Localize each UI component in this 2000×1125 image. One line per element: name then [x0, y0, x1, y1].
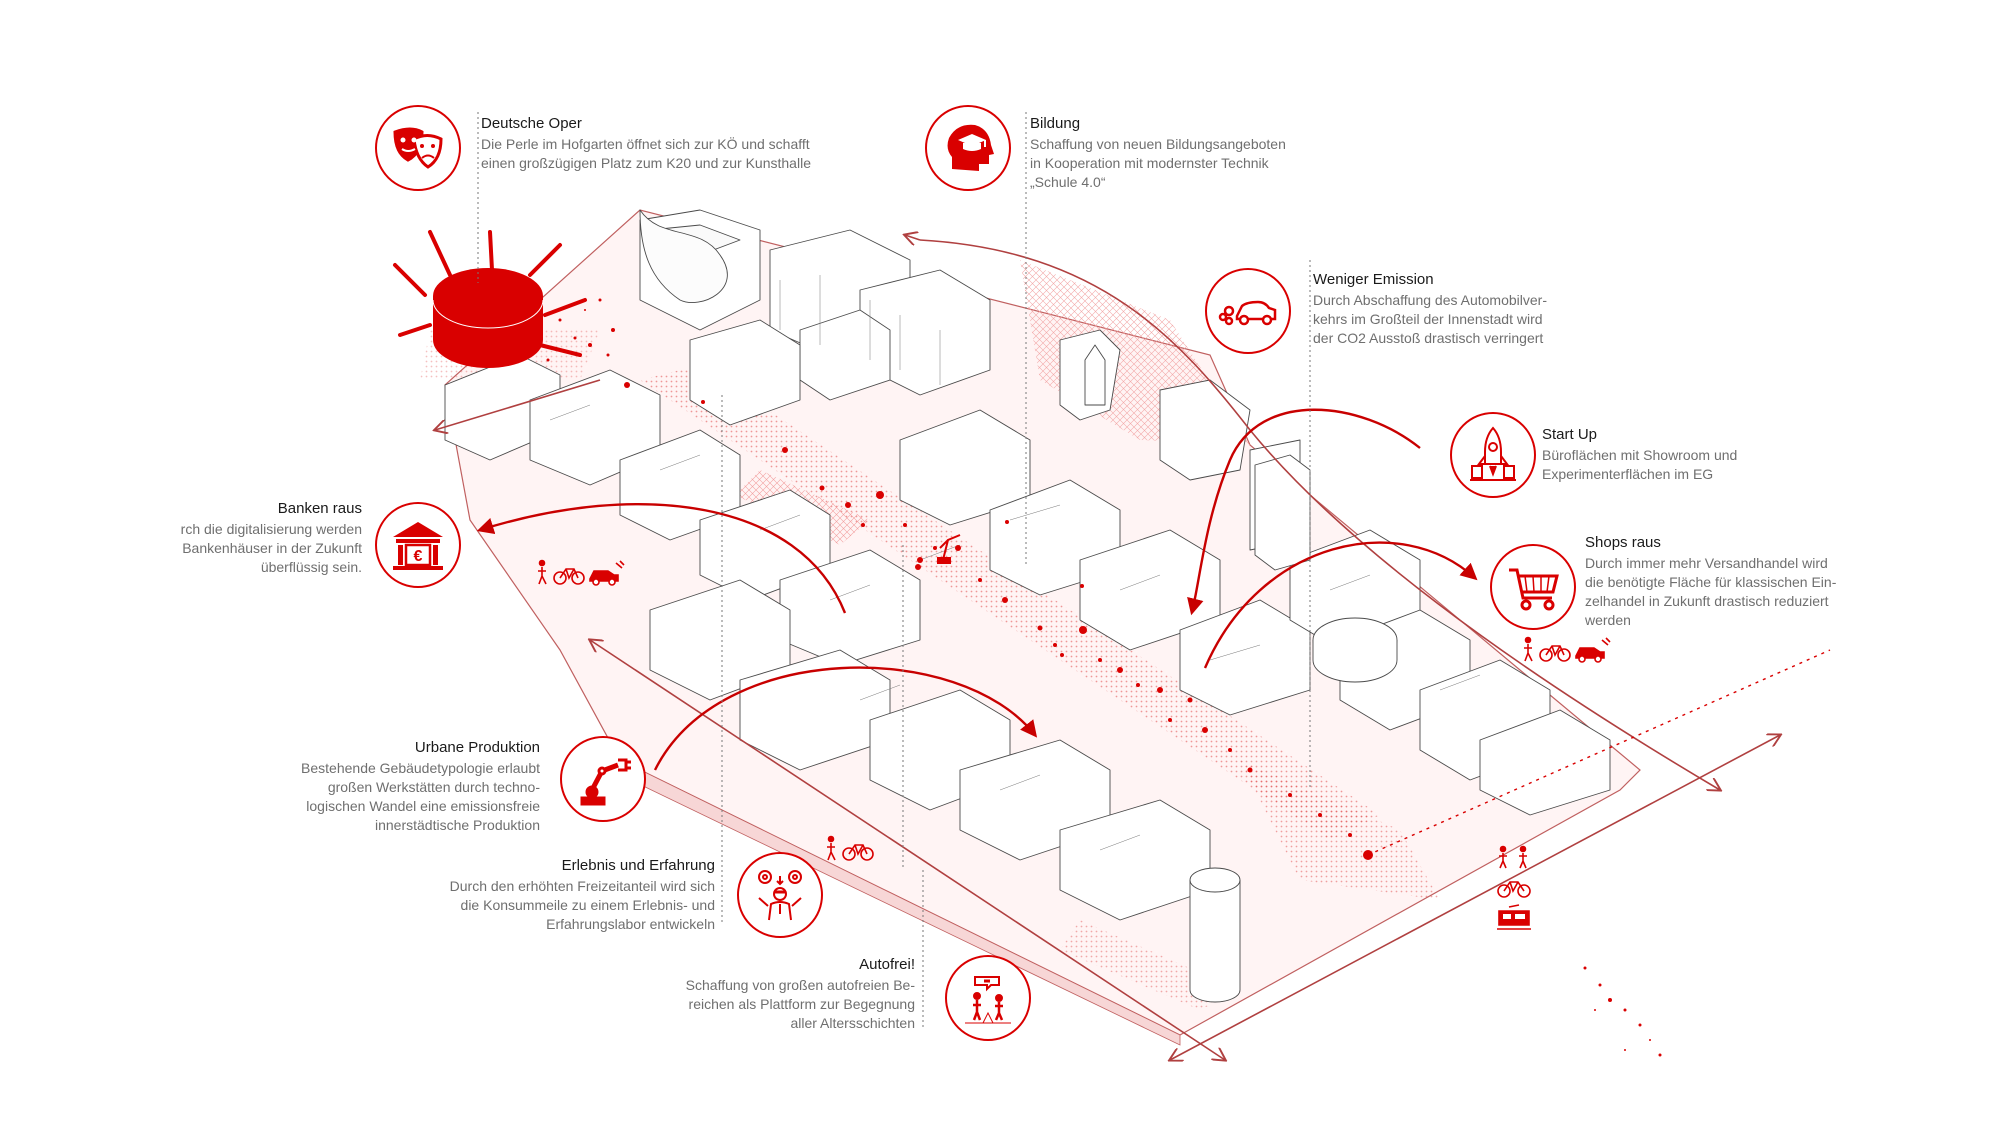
annotation-description: Bestehende Gebäudetypologie erlaubt groß…	[301, 760, 540, 833]
annotation-title: Deutsche Oper	[481, 115, 582, 132]
robot-arm-marker	[937, 534, 961, 564]
annotation-description: rch die digitalisierung werden Bankenhäu…	[180, 521, 362, 575]
annotation-title: Urbane Produktion	[414, 739, 540, 756]
flow-arrows	[435, 235, 1780, 1060]
annotation-title: Erlebnis und Erfahrung	[561, 857, 715, 874]
annotation-description: Büroflächen mit Showroom und Experimente…	[1542, 447, 1738, 482]
annotation-description: Die Perle im Hofgarten öffnet sich zur K…	[481, 136, 811, 171]
annotation-banken-raus: Banken raus rch die digitalisierung werd…	[160, 499, 362, 577]
annotation-deutsche-oper: Deutsche Oper Die Perle im Hofgarten öff…	[481, 114, 841, 173]
pedestrian-bike-ecar-icon	[538, 559, 625, 586]
annotation-description: Durch den erhöhten Freizeitanteil wird s…	[449, 878, 715, 932]
pedestrian-bike-icon	[827, 835, 874, 861]
theater-masks-icon	[375, 105, 461, 191]
concept-arrows	[476, 408, 1478, 771]
annotation-weniger-emission: Weniger Emission Durch Abschaffung des A…	[1313, 270, 1603, 348]
leader-lines	[477, 112, 1311, 1030]
people-meeting-icon	[945, 955, 1031, 1041]
graduation-head-icon	[925, 105, 1011, 191]
experience-person-icon	[737, 852, 823, 938]
annotation-title: Weniger Emission	[1313, 271, 1434, 288]
svg-text:€: €	[414, 548, 423, 565]
bank-euro-icon: €	[375, 502, 461, 588]
annotation-urbane-produktion: Urbane Produktion Bestehende Gebäudetypo…	[290, 738, 540, 835]
annotation-title: Banken raus	[277, 500, 362, 517]
annotation-title: Shops raus	[1585, 534, 1661, 551]
annotation-description: Durch Abschaffung des Automobilver- kehr…	[1313, 292, 1547, 346]
annotation-description: Schaffung von großen autofreien Be- reic…	[685, 977, 915, 1031]
annotation-title: Start Up	[1542, 426, 1598, 443]
annotation-start-up: Start Up Büroflächen mit Showroom und Ex…	[1542, 425, 1802, 484]
activity-dots	[529, 298, 1662, 1057]
pedestrian-bike-ecar-icon	[1524, 636, 1611, 663]
rocket-icon	[1450, 412, 1536, 498]
annotation-title: Autofrei!	[859, 956, 915, 973]
emission-car-icon	[1205, 268, 1291, 354]
annotation-description: Schaffung von neuen Bildungsangeboten in…	[1030, 136, 1286, 190]
annotation-description: Durch immer mehr Versandhandel wird die …	[1585, 555, 1837, 628]
annotation-title: Bildung	[1030, 115, 1081, 132]
pedestrians-bike-tram-icon	[1497, 845, 1531, 930]
opera-sun-symbol	[393, 230, 587, 368]
annotation-autofrei: Autofrei! Schaffung von großen autofreie…	[680, 955, 915, 1033]
annotation-erlebnis-und-erfahrung: Erlebnis und Erfahrung Durch den erhöhte…	[430, 856, 715, 934]
annotation-bildung: Bildung Schaffung von neuen Bildungsange…	[1030, 114, 1330, 192]
robot-arm-icon	[560, 736, 646, 822]
annotation-shops-raus: Shops raus Durch immer mehr Versandhande…	[1585, 533, 1855, 630]
shopping-cart-icon	[1490, 544, 1576, 630]
